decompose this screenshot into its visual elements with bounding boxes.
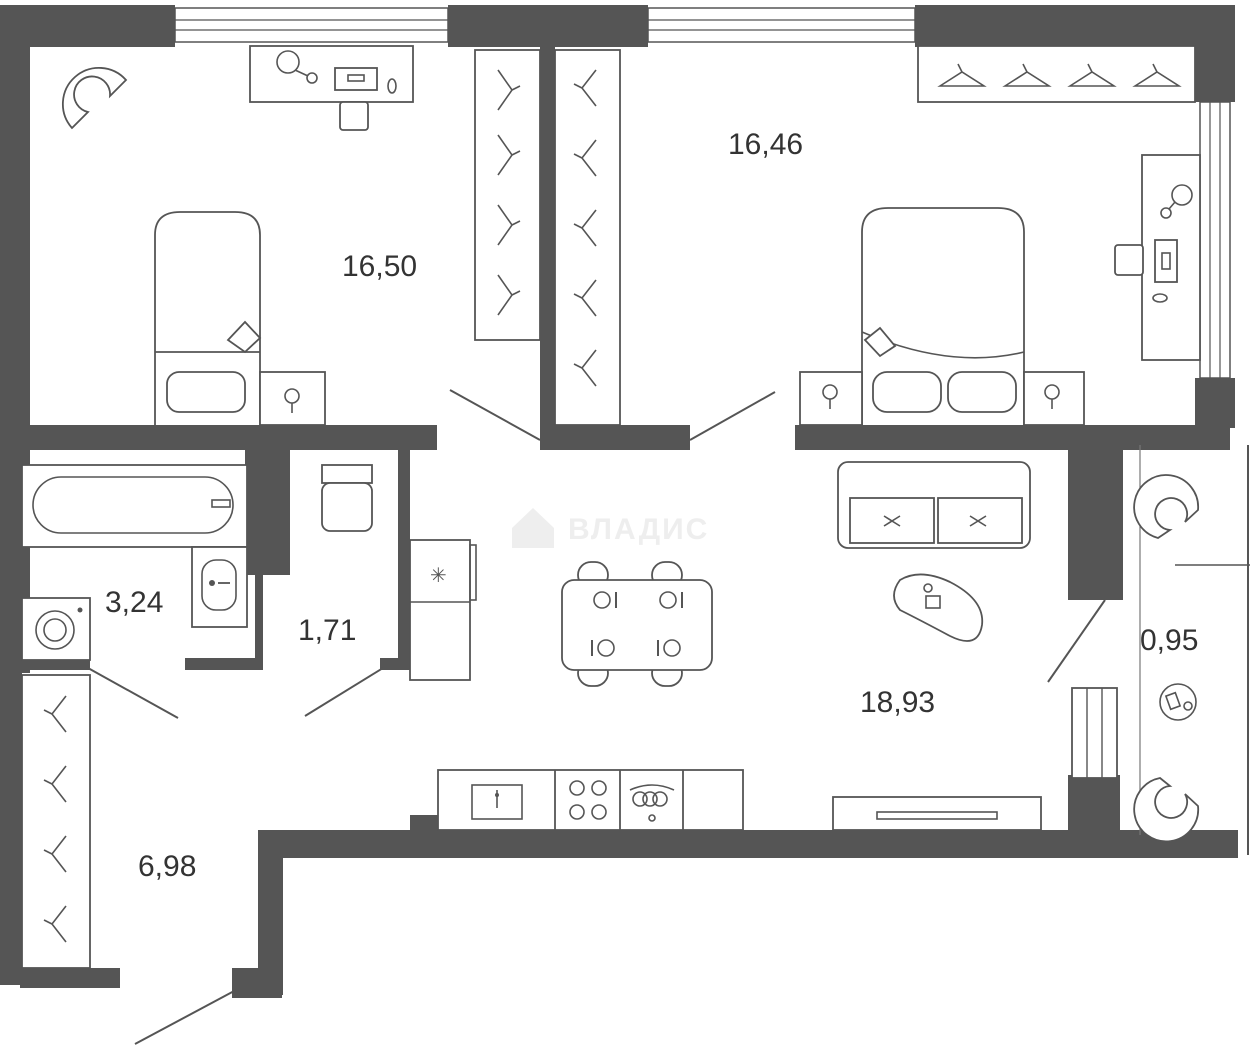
sink-icon <box>191 546 248 628</box>
bedroom-right: 16,46 <box>554 45 1201 426</box>
stove-icon <box>569 780 607 820</box>
hanger-icon <box>43 835 67 873</box>
hanger-icon <box>497 69 521 111</box>
wardrobe-icon <box>554 49 621 426</box>
balcony: 0,95 <box>1071 474 1200 843</box>
door-swing-icon <box>449 389 541 441</box>
bathroom: 3,24 <box>21 464 248 661</box>
hanger-icon <box>43 905 67 943</box>
bedroom-left: 16,50 <box>62 45 541 426</box>
room-area-bedroom-left: 16,50 <box>342 250 417 283</box>
nightstand-icon <box>259 371 326 426</box>
armchair-icon <box>62 66 128 130</box>
hanger-icon <box>573 349 597 387</box>
desk-icon <box>249 45 414 131</box>
hanger-icon <box>573 279 597 317</box>
room-area-toilet: 1,71 <box>298 614 356 647</box>
watermark: ВЛАДИС <box>512 508 709 548</box>
hanger-icon <box>497 274 521 316</box>
walls <box>0 5 1238 998</box>
hanger-icon <box>497 134 521 176</box>
door-swing-icon <box>689 391 776 441</box>
hanger-icon <box>937 63 987 87</box>
hanger-icon <box>573 209 597 247</box>
bed-icon <box>154 211 262 425</box>
hanger-icon <box>1067 63 1117 87</box>
nightstand-icon <box>799 371 863 426</box>
room-area-bedroom-right: 16,46 <box>728 128 803 161</box>
desk-icon <box>1114 154 1201 361</box>
coffee-table-icon <box>893 573 984 642</box>
wardrobe-icon <box>474 49 541 341</box>
tv-stand-icon <box>832 796 1042 831</box>
watermark-house-icon <box>512 508 554 548</box>
svg-text:✳: ✳ <box>430 563 447 587</box>
watermark-text: ВЛАДИС <box>568 513 709 546</box>
nightstand-icon <box>1023 371 1085 426</box>
toilet: 1,71 <box>298 464 373 647</box>
wardrobe-icon <box>917 45 1196 103</box>
room-area-bathroom: 3,24 <box>105 586 163 619</box>
fridge-icon: ✳ <box>409 539 477 681</box>
hanger-icon <box>43 695 67 733</box>
armchair-icon <box>1133 777 1200 843</box>
door-swing-icon <box>304 667 384 717</box>
shelf-icon <box>1071 687 1118 779</box>
hood-icon <box>629 784 675 822</box>
hanger-icon <box>1002 63 1052 87</box>
room-area-hallway: 6,98 <box>138 850 196 883</box>
armchair-icon <box>1133 474 1199 539</box>
wardrobe-icon <box>21 674 91 969</box>
dining-table-icon <box>561 561 713 687</box>
room-area-kitchen-living: 18,93 <box>860 686 935 719</box>
hanger-icon <box>497 204 521 246</box>
bed-icon <box>861 207 1025 425</box>
door-swing-icon <box>134 989 237 1045</box>
kitchen-counter <box>437 769 744 831</box>
kitchen-sink-icon <box>471 784 523 820</box>
hanger-icon <box>43 765 67 803</box>
hallway: 6,98 <box>21 674 196 969</box>
side-table-icon <box>1159 683 1197 721</box>
door-swing-icon <box>1047 599 1106 683</box>
bathtub-icon <box>21 464 248 548</box>
hanger-icon <box>573 139 597 177</box>
hanger-icon <box>1132 63 1182 87</box>
washing-machine-icon <box>21 597 91 661</box>
door-swing-icon <box>87 667 179 719</box>
toilet-icon <box>321 464 373 532</box>
hanger-icon <box>573 69 597 107</box>
kitchen-living: ✳ <box>409 461 1042 831</box>
room-area-balcony: 0,95 <box>1140 624 1198 657</box>
sofa-icon <box>837 461 1031 549</box>
